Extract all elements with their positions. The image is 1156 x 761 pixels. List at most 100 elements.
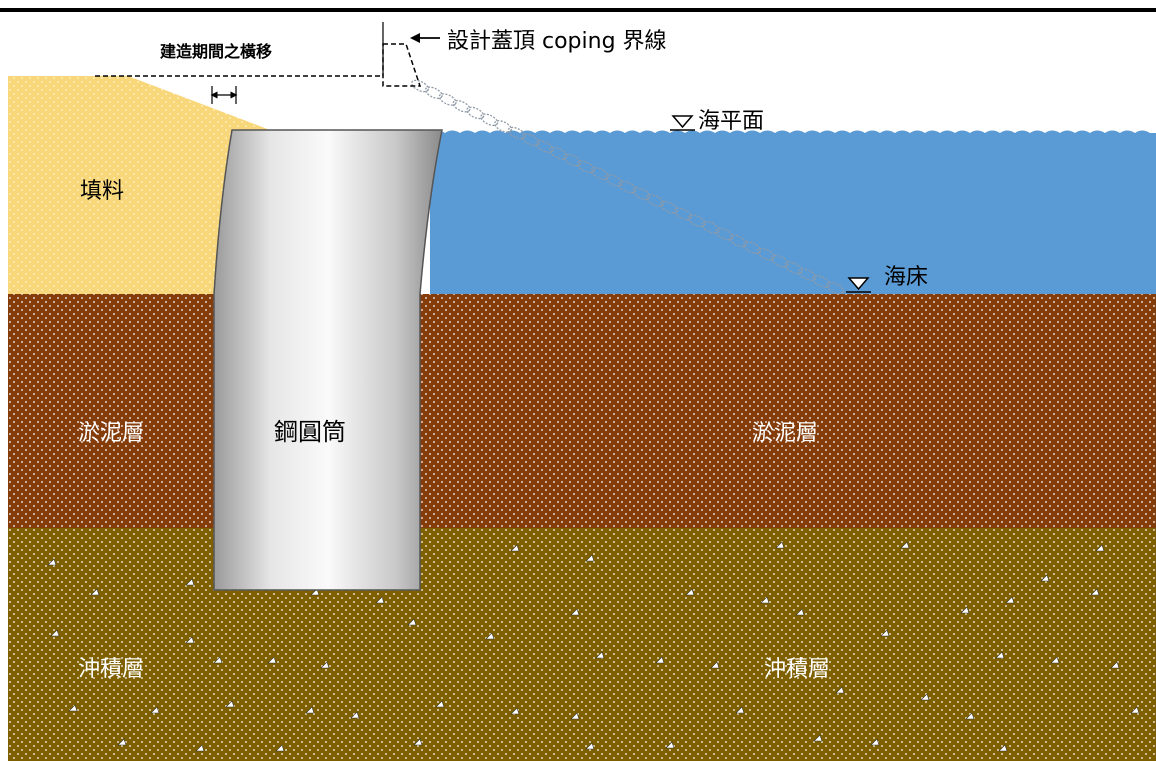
pebble xyxy=(407,618,417,626)
alluvium-texture xyxy=(8,528,1156,761)
pebble xyxy=(585,554,595,562)
pebble xyxy=(510,707,520,715)
pebble xyxy=(195,744,205,752)
chain-link xyxy=(729,234,748,248)
chain-link xyxy=(632,187,651,201)
chain-link xyxy=(507,126,526,140)
pebble xyxy=(570,712,580,720)
left-arrow-icon xyxy=(410,33,440,43)
pebble xyxy=(880,629,890,637)
pebble xyxy=(965,712,975,720)
pebble xyxy=(185,636,195,644)
chain-link xyxy=(756,247,775,261)
pebble xyxy=(1090,588,1100,596)
alluvium-label-left: 沖積層 xyxy=(78,657,144,682)
pebble xyxy=(305,706,315,714)
chain-link xyxy=(784,261,803,275)
pebble xyxy=(1040,574,1050,582)
chain-link xyxy=(812,274,831,288)
pebble xyxy=(435,700,445,708)
pebble xyxy=(1110,661,1120,669)
chain-link xyxy=(535,140,554,153)
pebble xyxy=(485,632,495,640)
pebble xyxy=(267,656,277,664)
pebble xyxy=(795,608,805,616)
pebble xyxy=(960,606,970,614)
pebble xyxy=(585,742,595,750)
pebble xyxy=(813,734,823,742)
chain-link xyxy=(480,113,499,127)
chain-link xyxy=(424,86,443,100)
chain-link xyxy=(715,227,734,241)
pebble xyxy=(275,744,285,752)
chain-link xyxy=(452,99,471,113)
top-border xyxy=(0,8,1156,12)
pebble xyxy=(47,558,57,566)
chain-link xyxy=(618,180,637,194)
chain-link xyxy=(590,167,609,180)
pebble xyxy=(870,738,880,746)
pebble xyxy=(570,608,580,616)
pebble xyxy=(655,656,665,664)
sea-level-marker-icon xyxy=(671,115,694,129)
coping-line-label: 設計蓋頂 coping 界線 xyxy=(447,29,667,54)
chain-link xyxy=(466,106,485,120)
chain-link xyxy=(604,173,623,187)
pebble xyxy=(510,544,520,552)
pebble xyxy=(150,706,160,714)
pebble xyxy=(1130,706,1140,714)
chain-link xyxy=(798,268,817,281)
steel-cylinder xyxy=(213,129,443,591)
mud-label-right: 淤泥層 xyxy=(752,421,818,446)
chain-link xyxy=(438,93,457,106)
pebble xyxy=(117,738,127,746)
pebble xyxy=(760,596,770,604)
pebble xyxy=(900,541,910,549)
pebble xyxy=(320,661,330,669)
chain-link xyxy=(673,207,692,221)
pebble xyxy=(775,541,785,549)
pebble xyxy=(1050,656,1060,664)
alluvium-pebbles xyxy=(47,541,1140,752)
pebble xyxy=(1095,544,1105,552)
alluvium-label-right: 沖積層 xyxy=(764,657,830,682)
pebble xyxy=(595,651,605,659)
fill-label: 填料 xyxy=(80,179,124,204)
pebble xyxy=(685,588,695,596)
pebble xyxy=(998,744,1008,752)
pebble xyxy=(413,738,423,746)
coping-outline xyxy=(382,43,422,87)
chain-link xyxy=(549,146,568,160)
pebble xyxy=(90,588,100,596)
mud-label-left: 淤泥層 xyxy=(78,421,144,446)
pebble xyxy=(995,651,1005,659)
chain-link xyxy=(687,214,706,228)
displacement-label: 建造期間之橫移 xyxy=(160,42,272,61)
pebble xyxy=(710,661,720,669)
sea-water xyxy=(430,130,1156,294)
pebble xyxy=(350,711,360,719)
chain-links xyxy=(411,79,844,295)
pebble xyxy=(213,656,223,664)
pebble xyxy=(375,596,385,604)
pebble xyxy=(920,693,930,701)
sea-level-label: 海平面 xyxy=(698,109,764,134)
fill-texture xyxy=(8,76,270,294)
mud-texture xyxy=(8,294,1156,528)
pebble xyxy=(68,704,78,712)
chain-link xyxy=(646,194,665,207)
pebble xyxy=(1005,596,1015,604)
pebble xyxy=(835,686,845,694)
chain-link xyxy=(743,241,761,254)
seabed-marker-icon xyxy=(847,277,870,291)
chain-link xyxy=(577,160,595,174)
chain-link xyxy=(411,79,429,93)
chain-link xyxy=(563,153,582,167)
pebble xyxy=(735,706,745,714)
chain-link xyxy=(701,221,720,234)
pebble xyxy=(50,629,60,637)
displacement-dimension xyxy=(210,86,238,104)
chain-link xyxy=(494,120,512,133)
pebble xyxy=(665,741,675,749)
